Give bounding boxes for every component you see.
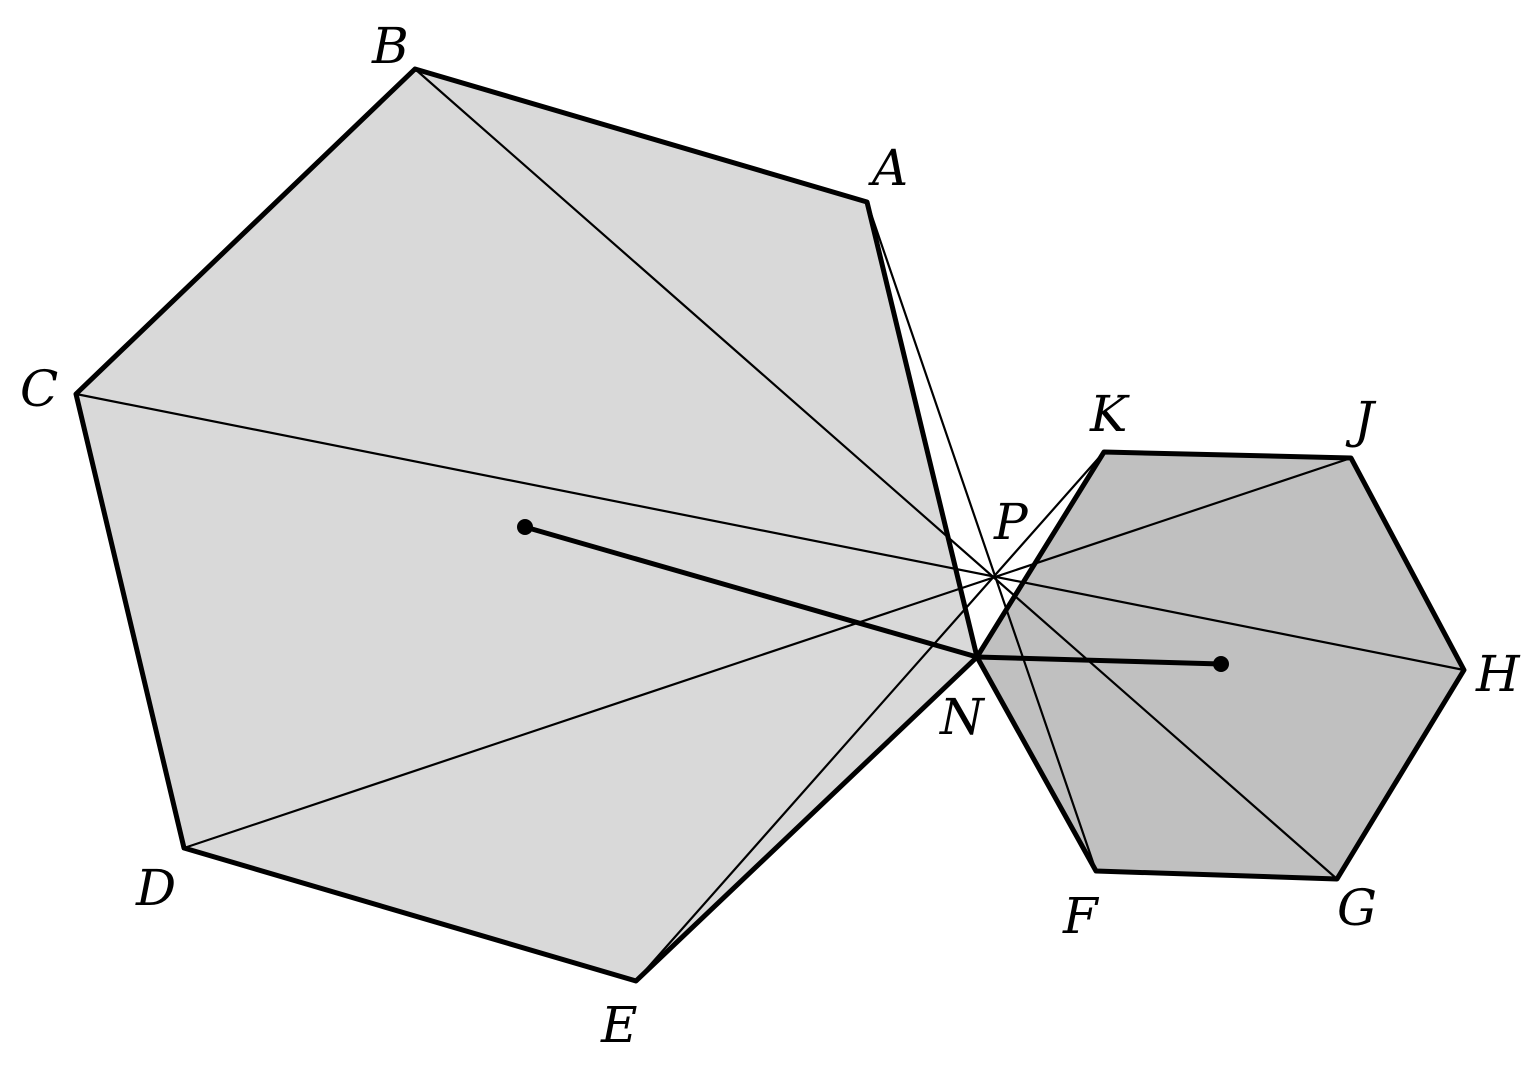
segment-heptagon-center-to-N — [522, 524, 980, 660]
line-E-K — [634, 450, 1106, 983]
label-D: D — [135, 859, 176, 917]
heptagon-center-point — [517, 519, 533, 535]
label-E: E — [600, 996, 638, 1054]
label-B: B — [371, 17, 409, 75]
label-N: N — [939, 688, 986, 746]
line-A-F — [865, 200, 1098, 873]
label-F: F — [1062, 887, 1100, 945]
label-J: J — [1345, 391, 1377, 449]
line-D-J — [182, 456, 1353, 850]
label-H: H — [1475, 645, 1521, 703]
hexagon-center-point — [1213, 656, 1229, 672]
label-A: A — [868, 139, 908, 197]
label-K: K — [1089, 385, 1130, 443]
label-C: C — [20, 360, 58, 418]
segment-hexagon-center-to-N — [974, 654, 1224, 667]
label-G: G — [1337, 879, 1377, 937]
hexagon-outline — [974, 449, 1467, 882]
line-B-G — [413, 67, 1339, 881]
label-P: P — [993, 493, 1029, 551]
line-C-H — [74, 392, 1466, 672]
